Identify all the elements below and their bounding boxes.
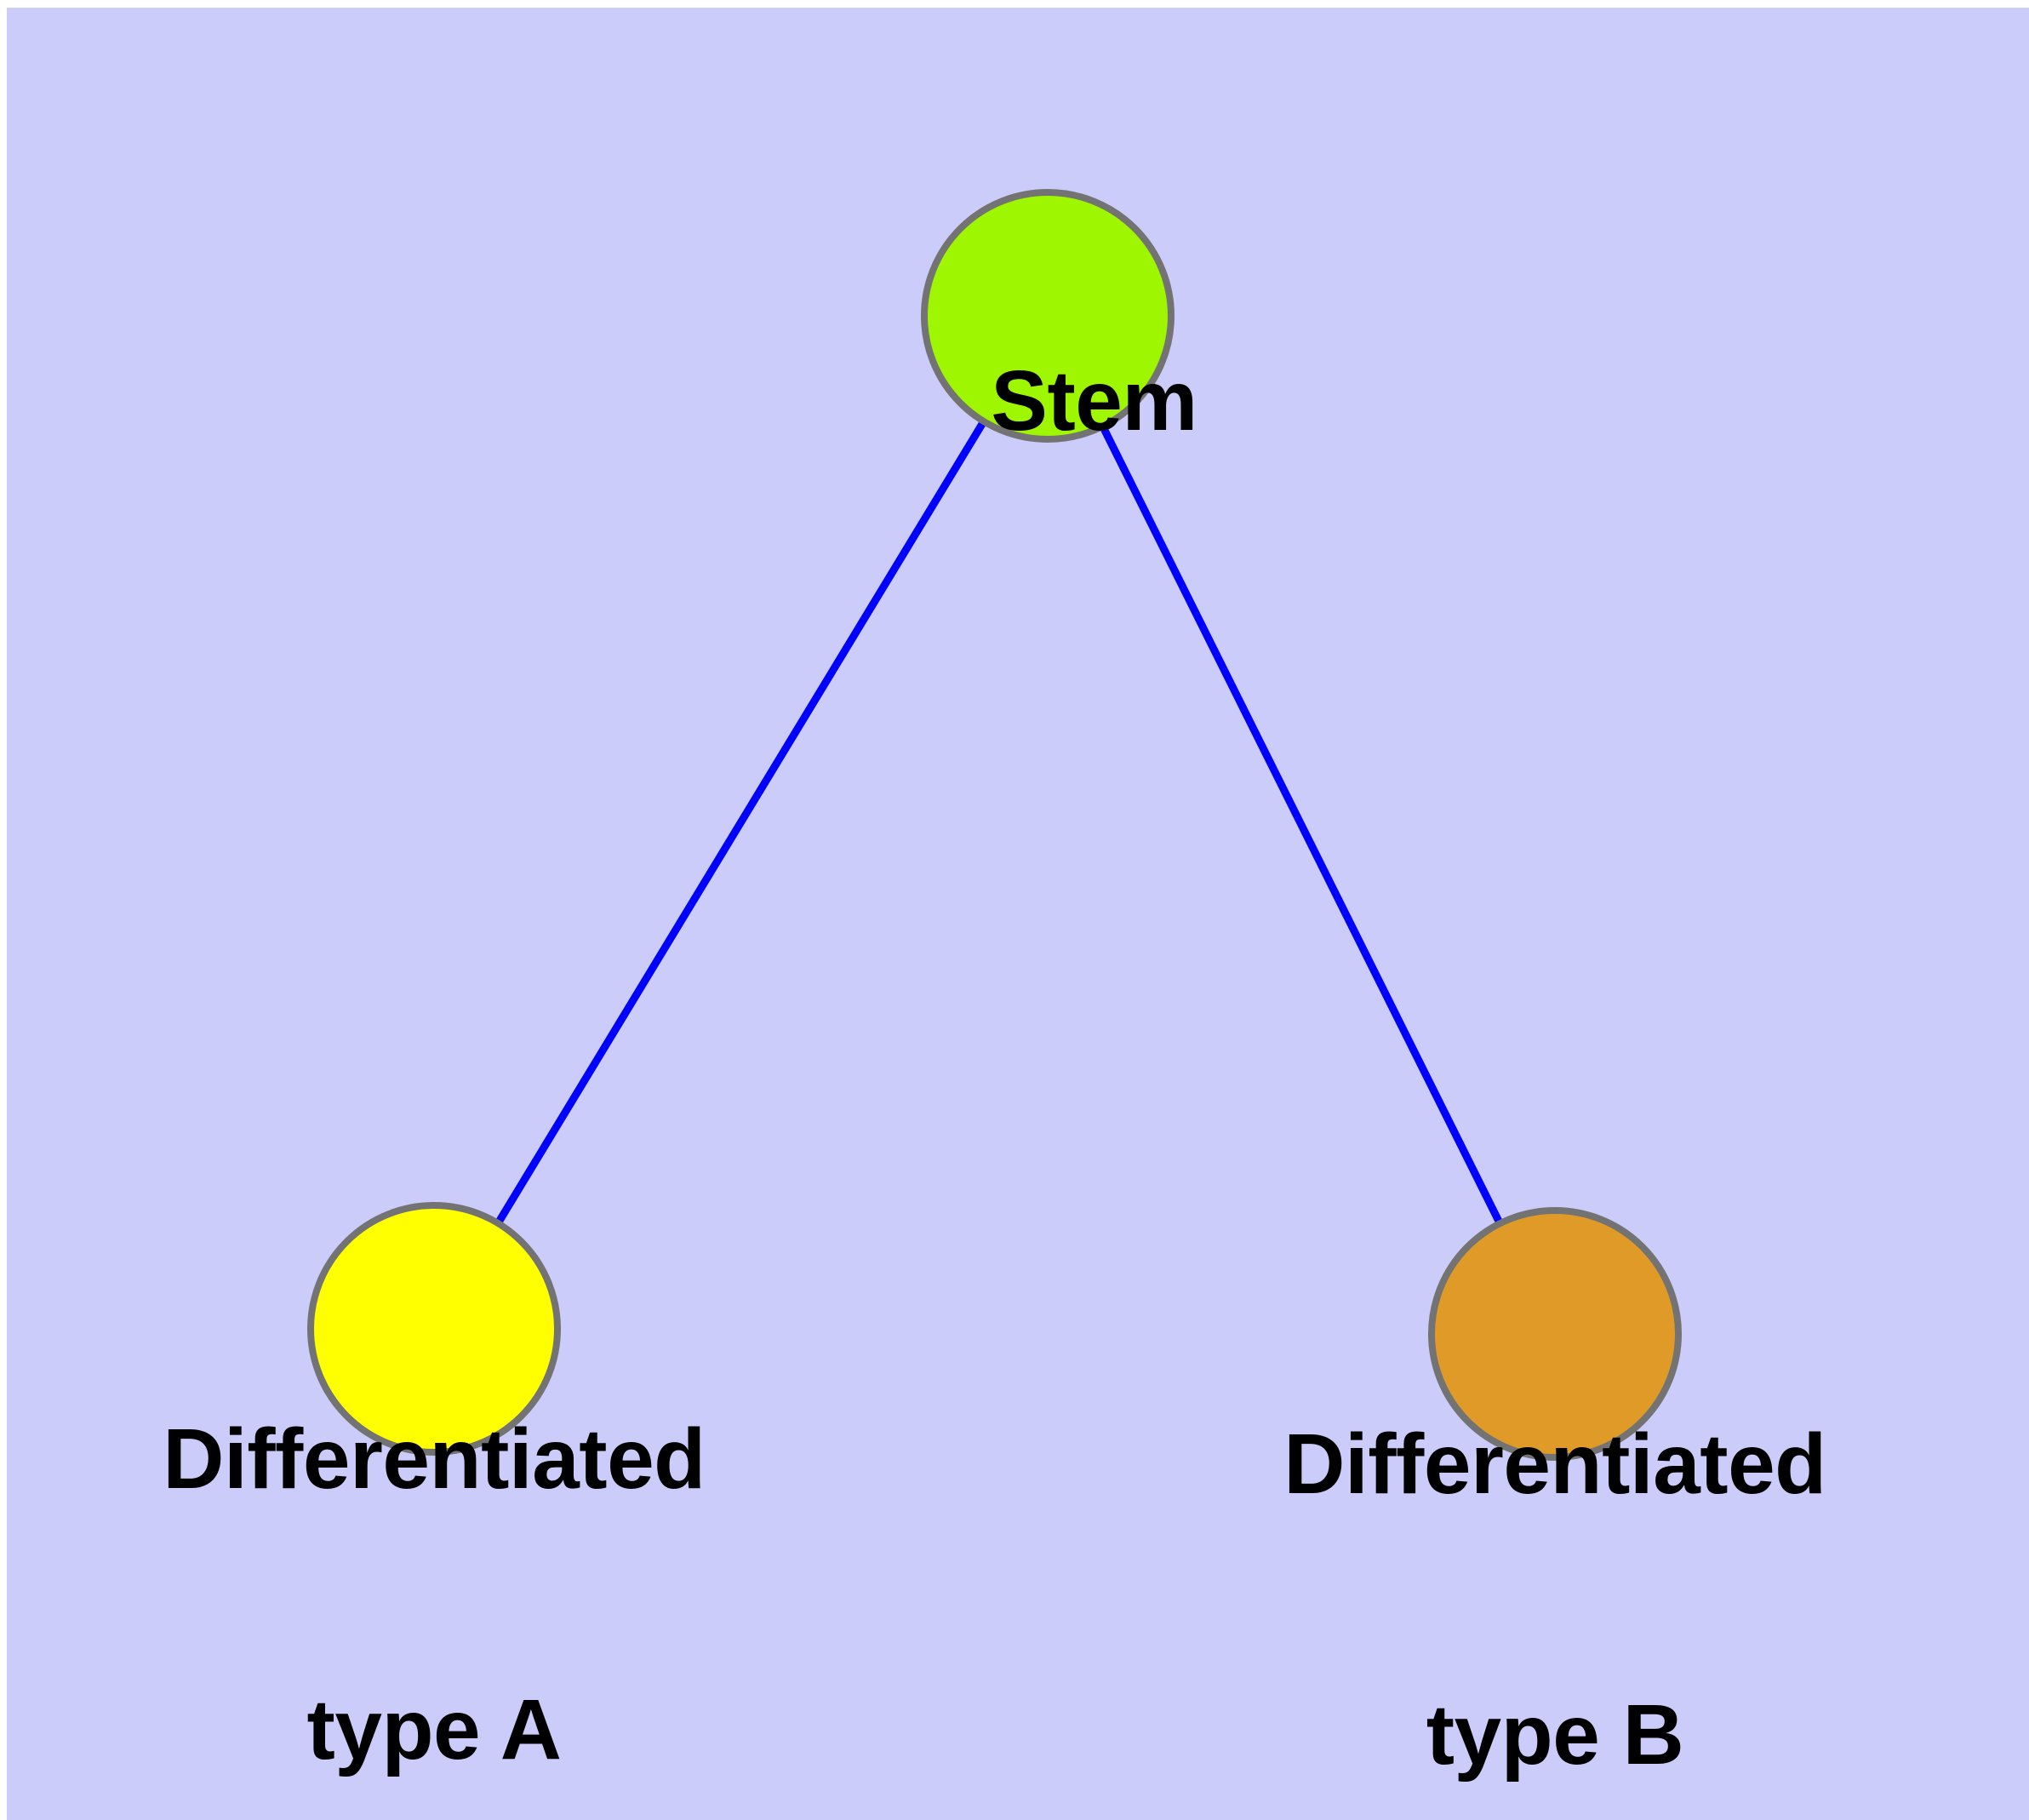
edge-layer	[431, 313, 1559, 1336]
node-differentiated-type-b[interactable]	[1428, 1207, 1682, 1461]
edge-stem-to-differentiated-type-a[interactable]	[431, 313, 1051, 1331]
edge-stem-to-differentiated-type-b[interactable]	[1043, 313, 1559, 1336]
node-layer	[307, 189, 1682, 1461]
node-differentiated-type-a[interactable]	[307, 1202, 561, 1456]
node-stem[interactable]	[921, 189, 1175, 443]
